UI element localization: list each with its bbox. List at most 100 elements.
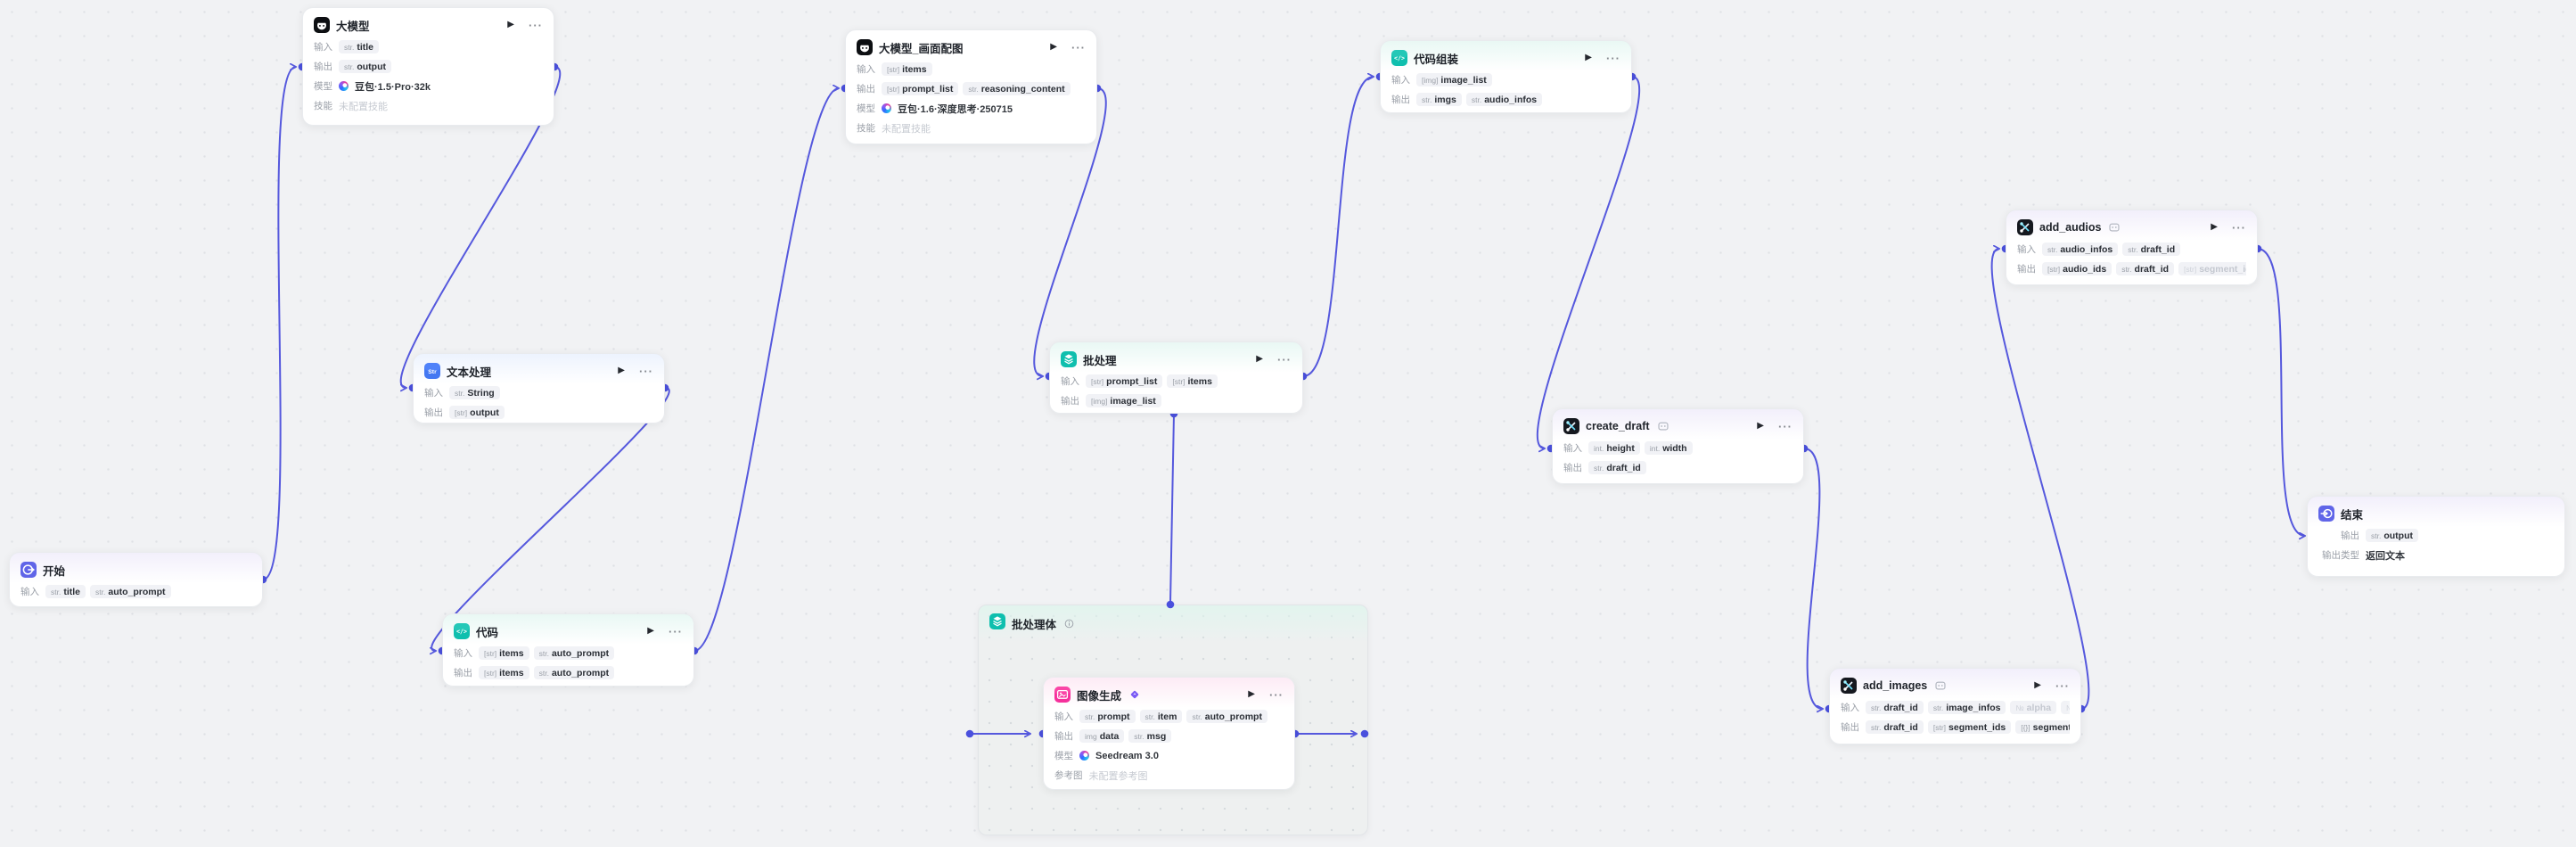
row-label: 模型 (314, 81, 332, 92)
param-chip: [str]prompt_list (882, 82, 959, 95)
node-header: 结束 (2318, 504, 2554, 523)
param-chips: str.draft_id (1588, 461, 1646, 474)
node-title: create_draft (1586, 420, 1650, 432)
run-node-button[interactable]: ▶ (1248, 689, 1255, 699)
row-value: 返回文本 (2366, 550, 2405, 562)
edge-start-to-llm_main[interactable] (262, 67, 296, 580)
node-row: 参考图未配置参考图 (1054, 768, 1284, 783)
param-chip: str.draft_id (2122, 243, 2181, 256)
type-badge: str. (538, 648, 549, 658)
type-badge: [str] (2184, 264, 2197, 274)
param-chips: str.output (339, 60, 391, 73)
row-label: 输出 (454, 668, 472, 678)
param-name: String (467, 387, 495, 399)
type-badge: [img] (1091, 396, 1108, 406)
node-menu-button[interactable]: ··· (2232, 220, 2246, 234)
type-badge: [str] (887, 64, 900, 74)
run-node-button[interactable]: ▶ (618, 366, 625, 375)
param-chip: str.reasoning_content (963, 82, 1071, 95)
param-name: data (1099, 730, 1120, 742)
param-chip: [str]output (449, 406, 505, 419)
param-name: width (1662, 442, 1687, 454)
param-name: items (1187, 375, 1212, 387)
param-chip: str.audio_infos (2042, 243, 2119, 256)
node-title: 代码组装 (1414, 53, 1459, 66)
param-chip: int.height (1588, 441, 1640, 455)
edge-code-to-llm_scene[interactable] (693, 88, 839, 652)
run-node-button[interactable]: ▶ (1256, 354, 1263, 364)
param-chip: str.title (339, 40, 380, 53)
param-name: output (470, 407, 499, 418)
node-menu-button[interactable]: ··· (1778, 419, 1793, 433)
edge-create_draft-to-add_images[interactable] (1803, 448, 1823, 709)
edge-llm_main-to-text_process[interactable] (399, 66, 562, 388)
row-label: 技能 (314, 101, 332, 111)
row-label: 模型 (857, 103, 875, 114)
param-chips: [str]prompt_list str.reasoning_content (882, 82, 1071, 95)
row-label: 输入 (424, 388, 443, 399)
info-icon[interactable] (1064, 619, 1074, 629)
run-node-button[interactable]: ▶ (2211, 222, 2218, 232)
node-menu-button[interactable]: ··· (1269, 687, 1284, 702)
param-name: auto_prompt (108, 586, 166, 597)
param-chip: str.auto_prompt (533, 646, 615, 660)
param-chip: str.auto_prompt (1186, 710, 1267, 723)
param-name: auto_prompt (1204, 711, 1262, 722)
type-badge: № (2015, 703, 2024, 712)
node-menu-button[interactable]: ··· (1071, 40, 1086, 54)
edge-batch-to-batch_body[interactable] (1169, 413, 1175, 604)
type-badge: img (1085, 731, 1097, 741)
node-menu-button[interactable]: ··· (529, 18, 543, 32)
edge-add_images-to-add_audios[interactable] (1990, 249, 2090, 710)
code-icon: </> (454, 623, 470, 639)
run-node-button[interactable]: ▶ (2034, 680, 2041, 690)
run-node-button[interactable]: ▶ (1585, 53, 1592, 62)
edge-llm_scene-to-batch[interactable] (1033, 87, 1107, 376)
node-menu-button[interactable]: ··· (1277, 352, 1292, 366)
node-menu-button[interactable]: ··· (2055, 678, 2070, 693)
node-menu-button[interactable]: ··· (639, 364, 653, 378)
row-label: 输入 (857, 64, 875, 75)
type-badge: str. (968, 84, 979, 94)
param-chips: [img]image_list (1086, 394, 1161, 407)
row-label: 输出 (2341, 530, 2359, 541)
edge-add_audios-to-end[interactable] (2257, 248, 2305, 536)
run-node-button[interactable]: ▶ (647, 626, 654, 636)
run-node-button[interactable]: ▶ (507, 20, 514, 29)
param-name: draft_id (1883, 702, 1918, 713)
type-badge: str. (1932, 703, 1944, 712)
node-menu-button[interactable]: ··· (669, 624, 683, 638)
run-node-button[interactable]: ▶ (1757, 421, 1764, 431)
edge-code_assemble-to-create_draft[interactable] (1536, 76, 1641, 448)
node-header: </>代码▶··· (454, 621, 683, 641)
run-node-button[interactable]: ▶ (1050, 42, 1057, 52)
edge-batch-to-code_assemble[interactable] (1302, 77, 1374, 377)
node-title: add_images (1863, 679, 1928, 692)
node-menu-button[interactable]: ··· (1606, 51, 1620, 65)
llm-icon (857, 39, 873, 55)
edge-text_process-to-code[interactable] (431, 387, 670, 651)
